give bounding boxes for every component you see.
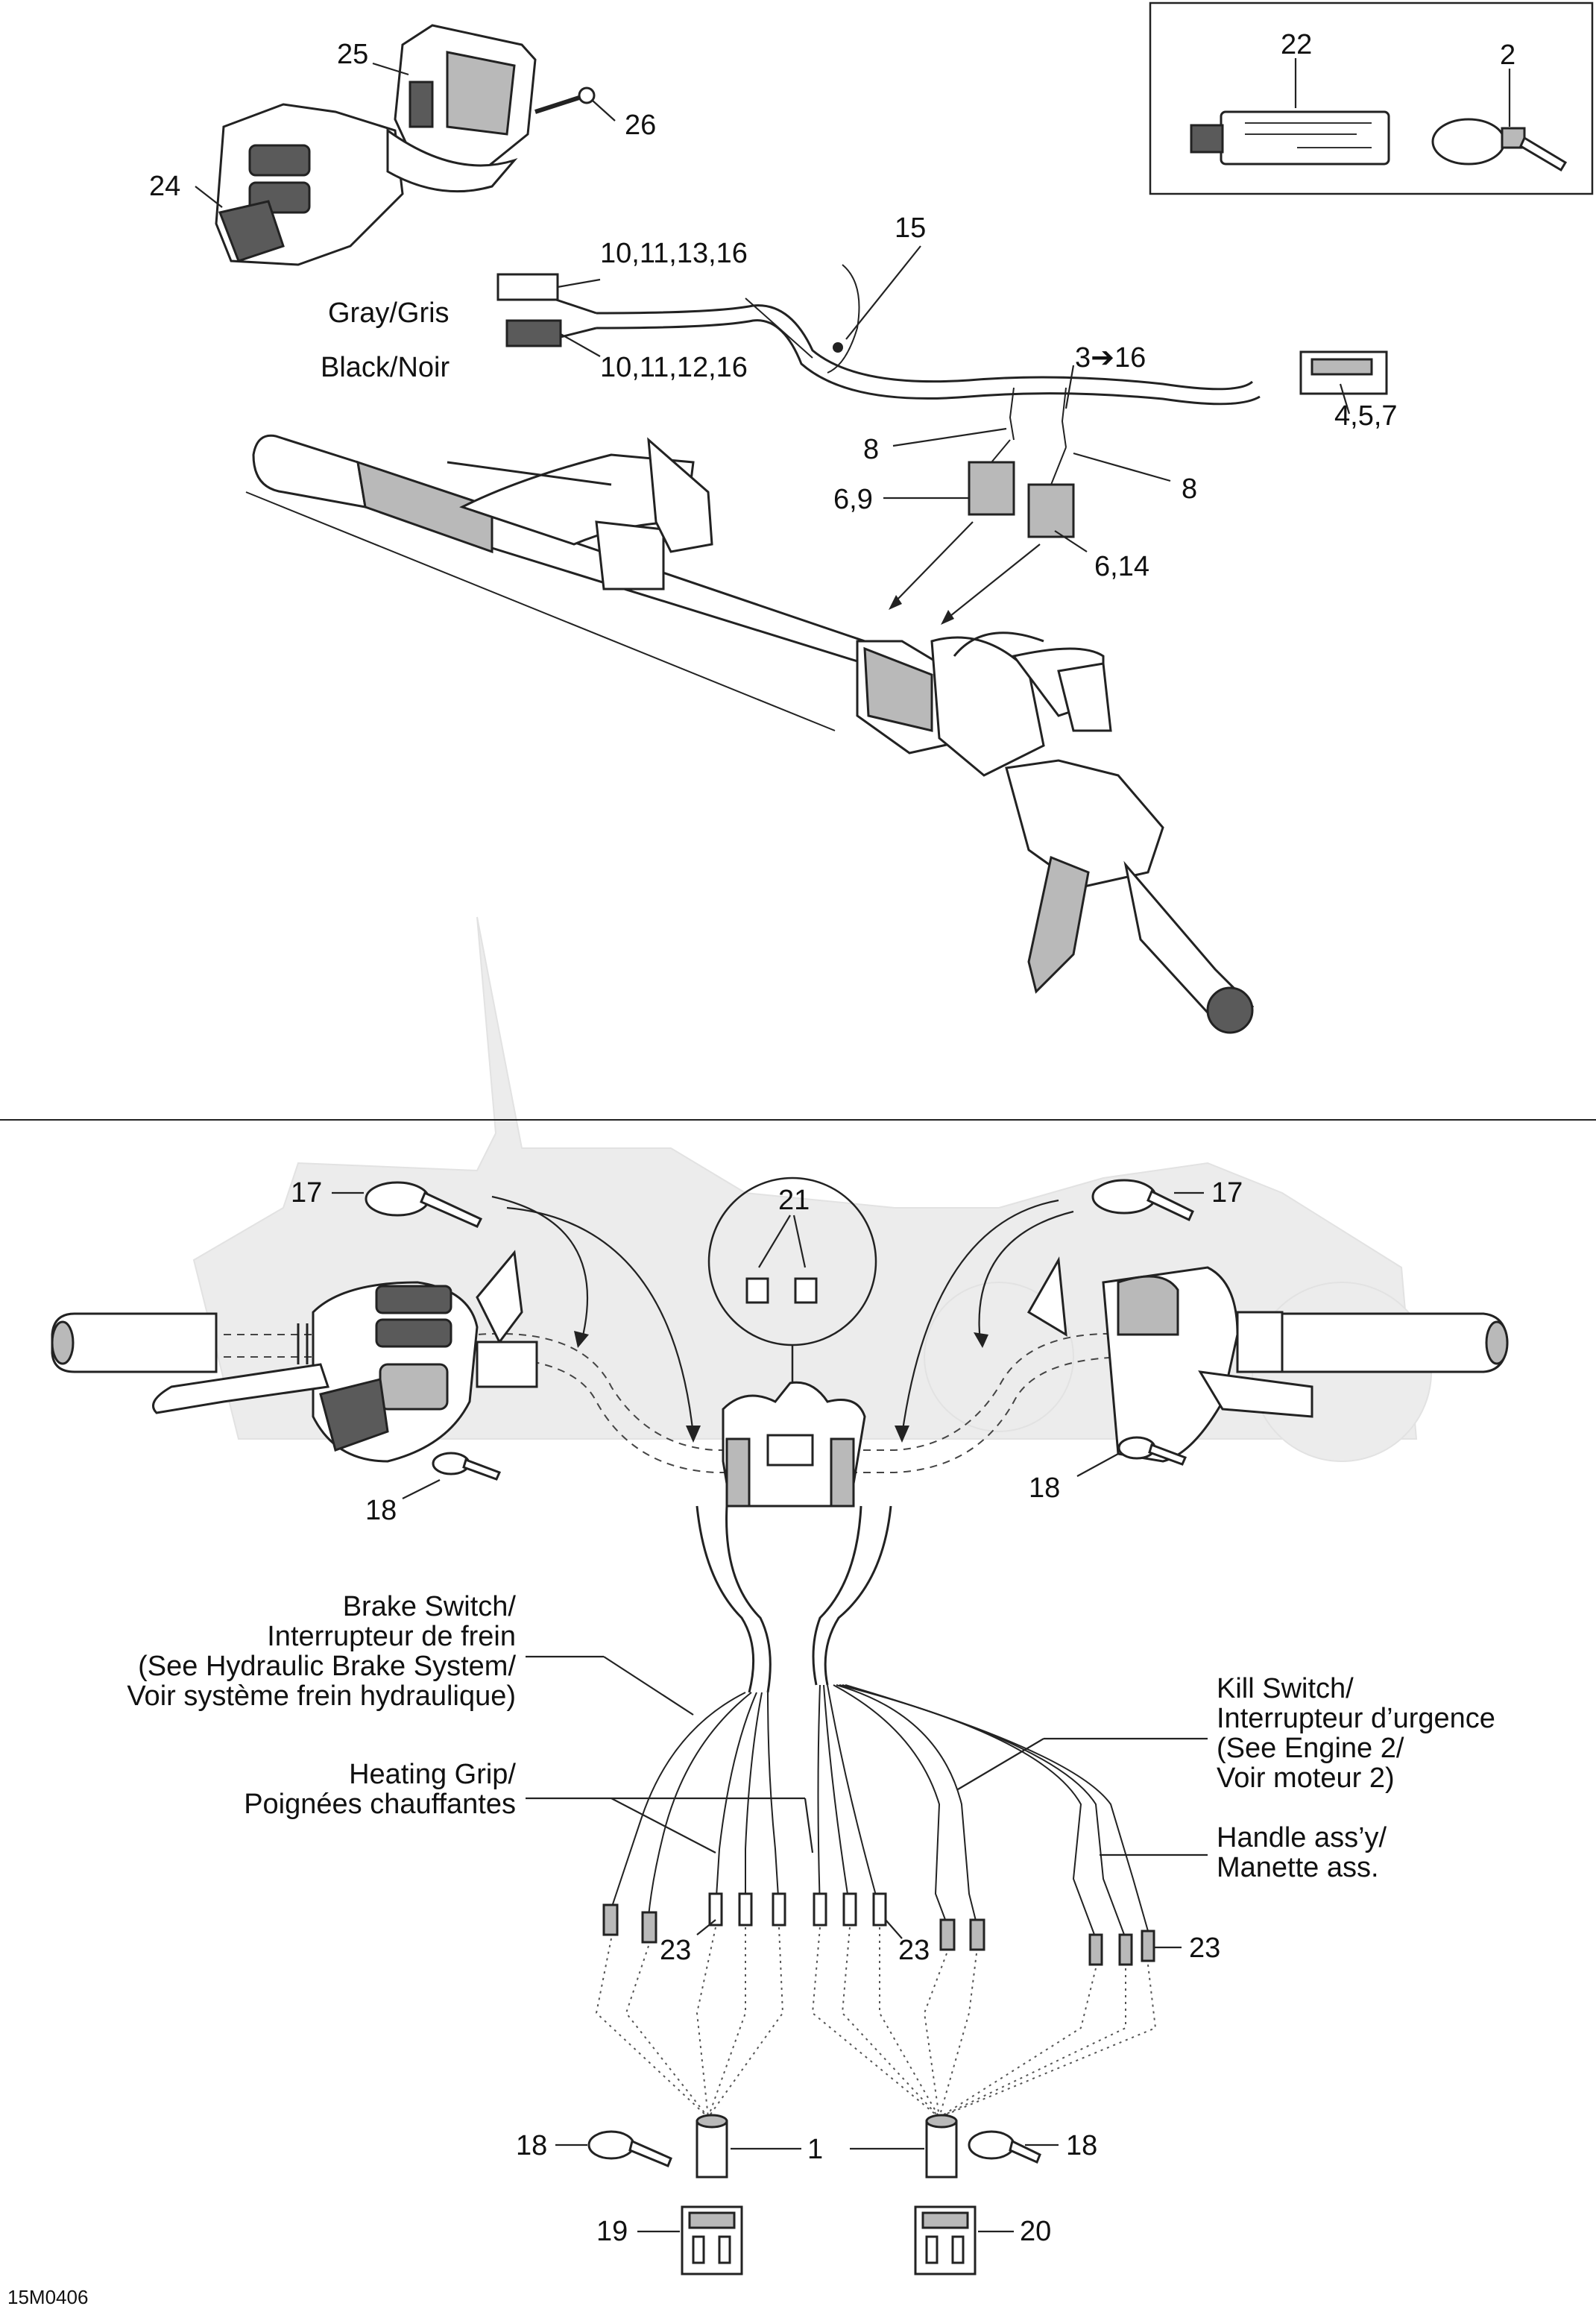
callout-23-left: 23 <box>660 1935 691 1966</box>
cable-tie-icon <box>1431 118 1568 172</box>
handlebar-front <box>51 1250 1509 1508</box>
callout-18-upper-left: 18 <box>365 1495 397 1526</box>
callout-10-11-12-16: 10,11,12,16 <box>600 352 748 383</box>
annotation-handle-assy: Handle ass’y/ Manette ass. <box>1217 1822 1387 1883</box>
accessory-box <box>1149 1 1594 195</box>
callout-23-right: 23 <box>1189 1933 1220 1964</box>
cable-tie-18-right <box>1117 1436 1187 1466</box>
grease-tube-icon <box>1190 110 1390 166</box>
cable-tie-17-left <box>365 1181 483 1228</box>
connection-dots <box>595 1927 1157 2118</box>
callout-25: 25 <box>337 39 368 70</box>
callout-19: 19 <box>596 2216 628 2247</box>
wiring-harness <box>496 264 1388 538</box>
annotation-kill-switch: Kill Switch/ Interrupteur d’urgence (See… <box>1217 1673 1495 1794</box>
callout-20: 20 <box>1020 2216 1051 2247</box>
switch-housing-exploded <box>215 24 596 266</box>
cable-tie-18-bottom-right <box>968 2130 1041 2164</box>
connector-19 <box>681 2205 743 2275</box>
callout-24: 24 <box>149 171 180 202</box>
callout-26: 26 <box>625 110 656 141</box>
connector-black-label: Black/Noir <box>321 352 450 383</box>
callout-6-9: 6,9 <box>833 484 873 515</box>
callout-8-right: 8 <box>1182 473 1197 505</box>
callout-3-16: 3➔16 <box>1075 342 1146 374</box>
cable-tie-18-left <box>432 1452 502 1481</box>
callout-22: 22 <box>1281 29 1312 60</box>
cable-tie-17-right <box>1091 1179 1194 1222</box>
callout-8-left: 8 <box>863 434 879 465</box>
detail-circle-21 <box>707 1177 877 1391</box>
svg-text:Voir moteur 2): Voir moteur 2) <box>1217 1763 1395 1794</box>
sleeve-left <box>696 2114 728 2179</box>
harness-bundles <box>602 1505 1155 1966</box>
callout-17-left: 17 <box>291 1177 322 1209</box>
callout-10-11-13-16: 10,11,13,16 <box>600 238 748 269</box>
annotation-heating-grip: Heating Grip/ Poignées chauffantes <box>244 1759 516 1820</box>
callout-17-right: 17 <box>1211 1177 1243 1209</box>
svg-text:Handle ass’y/: Handle ass’y/ <box>1217 1822 1387 1853</box>
sleeve-right <box>925 2114 958 2179</box>
callout-18-upper-right: 18 <box>1029 1472 1060 1504</box>
svg-text:Poignées chauffantes: Poignées chauffantes <box>244 1789 516 1820</box>
screw-icon <box>534 86 596 114</box>
svg-text:Kill Switch/: Kill Switch/ <box>1217 1673 1354 1704</box>
svg-text:(See Hydraulic Brake System/: (See Hydraulic Brake System/ <box>138 1651 516 1682</box>
svg-text:Brake Switch/: Brake Switch/ <box>343 1591 517 1622</box>
svg-text:(See Engine 2/: (See Engine 2/ <box>1217 1733 1404 1764</box>
callout-23-middle: 23 <box>898 1935 930 1966</box>
callout-18-lower-left: 18 <box>516 2130 547 2161</box>
callout-2: 2 <box>1500 40 1515 71</box>
callout-15: 15 <box>895 212 926 244</box>
callout-4-5-7: 4,5,7 <box>1334 400 1398 432</box>
annotation-brake-switch: Brake Switch/ Interrupteur de frein (See… <box>127 1591 516 1712</box>
svg-text:Heating Grip/: Heating Grip/ <box>349 1759 516 1790</box>
svg-text:Interrupteur d’urgence: Interrupteur d’urgence <box>1217 1703 1495 1734</box>
cable-tie-18-bottom-left <box>587 2130 672 2167</box>
svg-text:Voir système frein hydraulique: Voir système frein hydraulique) <box>127 1681 516 1712</box>
drawing-id: 15M0406 <box>7 2286 88 2308</box>
callout-21: 21 <box>778 1185 810 1216</box>
callout-1: 1 <box>807 2134 823 2165</box>
handlebar-assembly-top <box>245 434 1255 1034</box>
connector-gray-label: Gray/Gris <box>328 297 450 329</box>
svg-text:Interrupteur de frein: Interrupteur de frein <box>267 1621 516 1652</box>
callout-18-lower-right: 18 <box>1066 2130 1097 2161</box>
connector-20 <box>914 2205 977 2275</box>
callout-6-14: 6,14 <box>1094 551 1149 582</box>
svg-text:Manette ass.: Manette ass. <box>1217 1852 1379 1883</box>
